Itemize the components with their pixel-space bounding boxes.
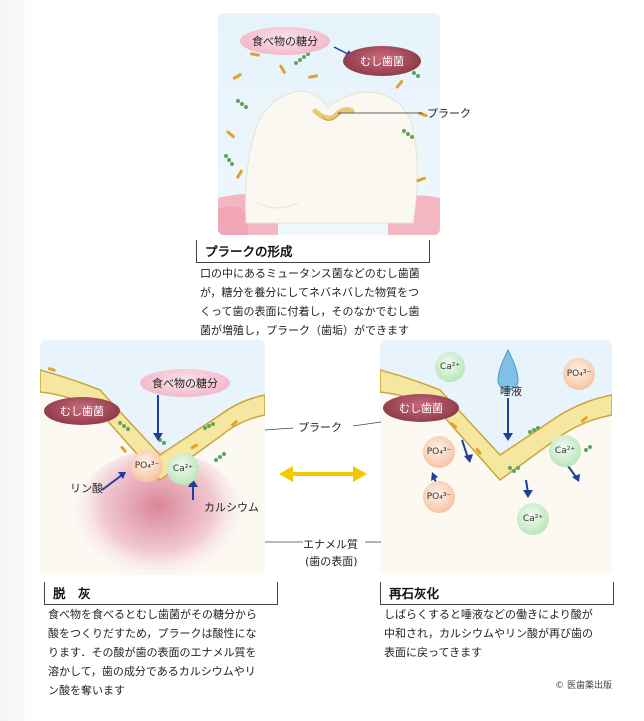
plaque-formation-line: くって歯の表面に付着し，そのなかでむし歯 bbox=[200, 305, 420, 318]
remineralization-text: しばらくすると唾液などの働きにより酸が 中和され，カルシウムやリン酸が再び歯の … bbox=[384, 605, 634, 662]
remineralization-line: 中和され，カルシウムやリン酸が再び歯の bbox=[384, 627, 593, 640]
bacteria-bubble: むし歯菌 bbox=[343, 46, 421, 76]
phosphoric-acid-label: リン酸 bbox=[70, 482, 103, 495]
calcium-ion-right: Ca²⁺ bbox=[549, 435, 581, 467]
plaque-formation-line: 菌が増殖し，プラーク（歯垢）ができます bbox=[200, 324, 409, 337]
plaque-label-top: プラーク bbox=[427, 107, 471, 120]
calcium-ion: Ca²⁺ bbox=[167, 453, 199, 485]
remineralization-title: 再石灰化 bbox=[380, 582, 614, 605]
demineralization-line: 溶かして，歯の成分であるカルシウムやリ bbox=[48, 665, 256, 678]
plaque-formation-line: が，糖分を養分にしてネバネバした物質をつ bbox=[200, 286, 420, 299]
demineralization-line: 酸をつくりだすため，プラークは酸性にな bbox=[48, 627, 257, 640]
plaque-formation-title: プラークの形成 bbox=[196, 240, 430, 263]
plaque-formation-text: 口の中にあるミュータンス菌などのむし歯菌 が，糖分を養分にしてネバネバした物質を… bbox=[200, 264, 450, 340]
saliva-label: 唾液 bbox=[500, 385, 522, 398]
demineralization-title: 脱 灰 bbox=[44, 582, 278, 605]
bacteria-bubble-left: むし歯菌 bbox=[44, 397, 120, 425]
calcium-ion-right: Ca²⁺ bbox=[517, 503, 549, 535]
copyright: © 医歯薬出版 bbox=[555, 681, 612, 691]
phosphate-ion-right: PO₄³⁻ bbox=[423, 436, 455, 468]
center-connectors bbox=[265, 421, 381, 543]
phosphate-ion-right: PO₄³⁻ bbox=[423, 481, 455, 513]
demineralization-line: ン酸を奪います bbox=[48, 684, 125, 697]
tooth-svg bbox=[218, 46, 440, 235]
enamel-sub-label: (歯の表面) bbox=[305, 555, 358, 568]
calcium-label: カルシウム bbox=[204, 501, 259, 514]
plaque-label-center: プラーク bbox=[298, 421, 342, 434]
plaque-formation-line: 口の中にあるミュータンス菌などのむし歯菌 bbox=[200, 267, 420, 280]
demineralization-line: ります．その酸が歯の表面のエナメル質を bbox=[48, 646, 257, 659]
phosphate-ion: PO₄³⁻ bbox=[131, 450, 163, 482]
sugar-bubble-left: 食べ物の糖分 bbox=[140, 369, 230, 397]
remineralization-line: 表面に戻ってきます bbox=[384, 646, 483, 659]
bacteria-bubble-right: むし歯菌 bbox=[383, 394, 459, 422]
demineralization-line: 食べ物を食べるとむし歯菌がその糖分から bbox=[48, 608, 257, 621]
sugar-bubble: 食べ物の糖分 bbox=[240, 27, 330, 55]
demineralization-text: 食べ物を食べるとむし歯菌がその糖分から 酸をつくりだすため，プラークは酸性にな … bbox=[48, 605, 298, 700]
enamel-label: エナメル質 bbox=[303, 538, 358, 551]
calcium-ion-right: Ca²⁺ bbox=[435, 352, 465, 382]
phosphate-ion-right: PO₄³⁻ bbox=[563, 358, 595, 390]
remineralization-line: しばらくすると唾液などの働きにより酸が bbox=[384, 608, 593, 621]
